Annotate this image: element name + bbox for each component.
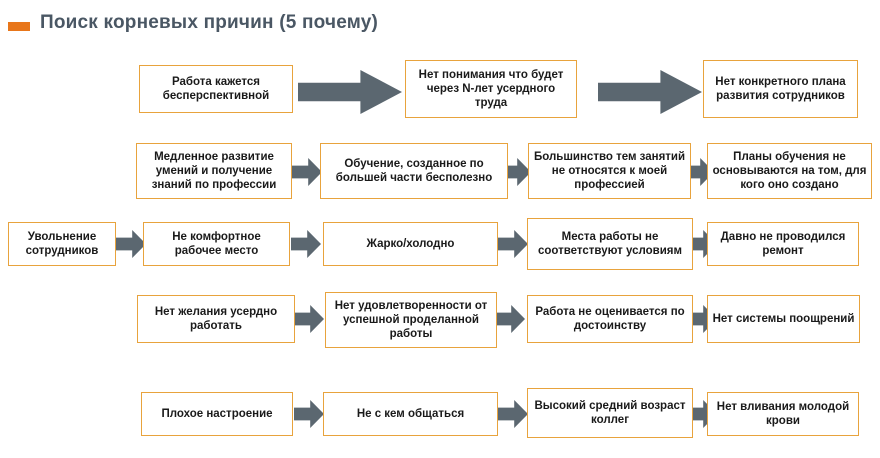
cause-box-label: Обучение, созданное по большей части бес… (335, 157, 493, 184)
cause-box-r2c4: Планы обучения не основываются на том, д… (707, 143, 872, 199)
cause-box-label: Увольнение сотрудников (25, 230, 99, 257)
cause-box-label: Не комфортное рабочее место (172, 230, 261, 257)
cause-box-label: Не с кем общаться (356, 407, 465, 420)
flow-arrow-icon (294, 400, 324, 428)
cause-box-n0: Увольнение сотрудников (8, 222, 116, 266)
cause-box-r3c3: Места работы не соответствуют условиям (527, 218, 693, 270)
cause-box-label: Большинство тем занятий не относятся к м… (533, 150, 686, 191)
flow-arrow-icon (292, 158, 322, 186)
cause-box-label: Нет вливания молодой крови (716, 400, 850, 427)
cause-box-r5c1: Плохое настроение (141, 392, 293, 436)
cause-box-label: Места работы не соответствуют условиям (537, 230, 683, 257)
cause-box-label: Работа кажется бесперспективной (162, 75, 270, 102)
flow-arrow-icon (294, 305, 324, 333)
cause-box-r4c2: Нет удовлетворенности от успешной продел… (325, 292, 497, 348)
cause-box-r4c1: Нет желания усердно работать (137, 295, 295, 343)
cause-box-label: Медленное развитие умений и получение зн… (151, 150, 277, 191)
cause-box-r1c3: Нет конкретного плана развития сотрудник… (703, 60, 858, 118)
flow-arrow-icon (298, 70, 402, 114)
cause-box-r1c1: Работа кажется бесперспективной (139, 65, 293, 113)
flow-arrow-icon (495, 305, 525, 333)
cause-box-r1c2: Нет понимания что будет через N-лет усер… (405, 60, 577, 118)
cause-box-label: Работа не оценивается по достоинству (535, 305, 685, 332)
title-accent-bar (8, 22, 30, 31)
cause-box-label: Плохое настроение (161, 407, 273, 420)
flow-arrow-icon (291, 230, 321, 258)
flow-arrow-icon (116, 230, 146, 258)
title-bar: Поиск корневых причин (5 почему) (0, 8, 880, 42)
cause-box-r5c3: Высокий средний возраст коллег (527, 388, 693, 438)
cause-box-r2c1: Медленное развитие умений и получение зн… (136, 143, 292, 199)
cause-box-r3c1: Не комфортное рабочее место (143, 222, 290, 266)
flow-arrow-icon (498, 400, 528, 428)
cause-box-r4c3: Работа не оценивается по достоинству (527, 295, 693, 343)
cause-box-label: Нет конкретного плана развития сотрудник… (715, 75, 846, 102)
cause-box-r5c2: Не с кем общаться (323, 392, 498, 436)
cause-box-label: Высокий средний возраст коллег (534, 399, 686, 426)
flow-arrow-icon (501, 158, 531, 186)
flow-arrow-icon (684, 158, 714, 186)
cause-box-label: Нет удовлетворенности от успешной продел… (334, 299, 488, 340)
cause-box-r3c4: Давно не проводился ремонт (707, 222, 859, 266)
cause-box-r5c4: Нет вливания молодой крови (707, 392, 859, 436)
page-title: Поиск корневых причин (5 почему) (40, 12, 379, 33)
cause-box-label: Нет желания усердно работать (154, 305, 278, 332)
flow-arrow-icon (498, 230, 528, 258)
cause-box-r2c3: Большинство тем занятий не относятся к м… (528, 143, 691, 199)
cause-box-label: Жарко/холодно (366, 237, 455, 250)
cause-box-r3c2: Жарко/холодно (323, 222, 498, 266)
flow-arrow-icon (598, 70, 702, 114)
cause-box-label: Давно не проводился ремонт (720, 230, 846, 257)
cause-box-label: Нет понимания что будет через N-лет усер… (418, 68, 564, 109)
cause-box-r4c4: Нет системы поощрений (707, 295, 860, 343)
cause-box-label: Нет системы поощрений (712, 312, 855, 325)
cause-box-label: Планы обучения не основываются на том, д… (712, 150, 867, 191)
cause-box-r2c2: Обучение, созданное по большей части бес… (320, 143, 508, 199)
